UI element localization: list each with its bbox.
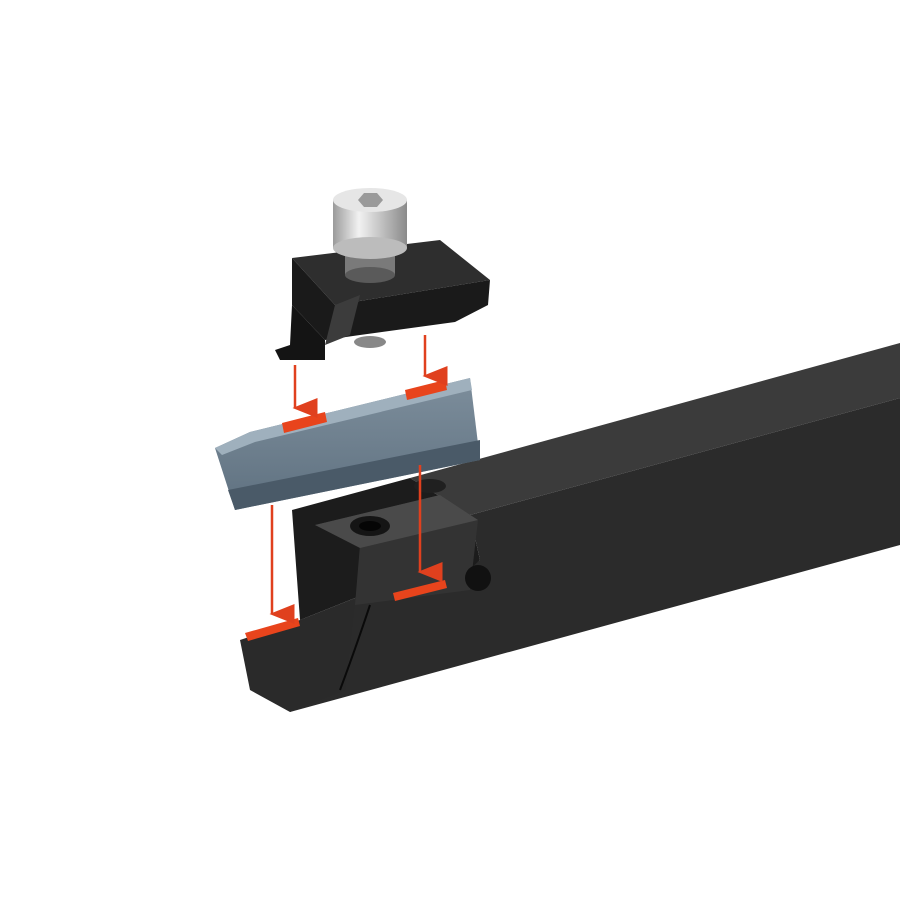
- clamp-slope-face: [325, 295, 360, 345]
- holder-top-face: [410, 343, 900, 515]
- clamp-screw: [333, 188, 407, 283]
- holder-front-face: [290, 398, 900, 712]
- clamp-finger: [275, 305, 325, 360]
- insert-bottom-edge: [228, 440, 480, 510]
- clamp-screw-hole-inner: [359, 521, 381, 531]
- insert-body: [215, 378, 480, 510]
- screw-shank-base: [345, 267, 395, 283]
- holder-hole-top: [414, 479, 446, 493]
- tool-holder: [240, 343, 900, 712]
- clamp-screw-thread: [354, 336, 386, 348]
- hex-socket-icon: [358, 193, 383, 207]
- holder-relief-hole: [465, 565, 491, 591]
- screw-head-bottom: [333, 237, 407, 259]
- holder-contour-line: [339, 604, 371, 691]
- contact-mark-holder-rear: [393, 580, 447, 601]
- holder-seat-top: [315, 495, 478, 548]
- assembly-arrows: [269, 335, 448, 624]
- clamp: [275, 240, 490, 360]
- grooving-insert: [215, 378, 480, 510]
- holder-head-front: [240, 600, 355, 712]
